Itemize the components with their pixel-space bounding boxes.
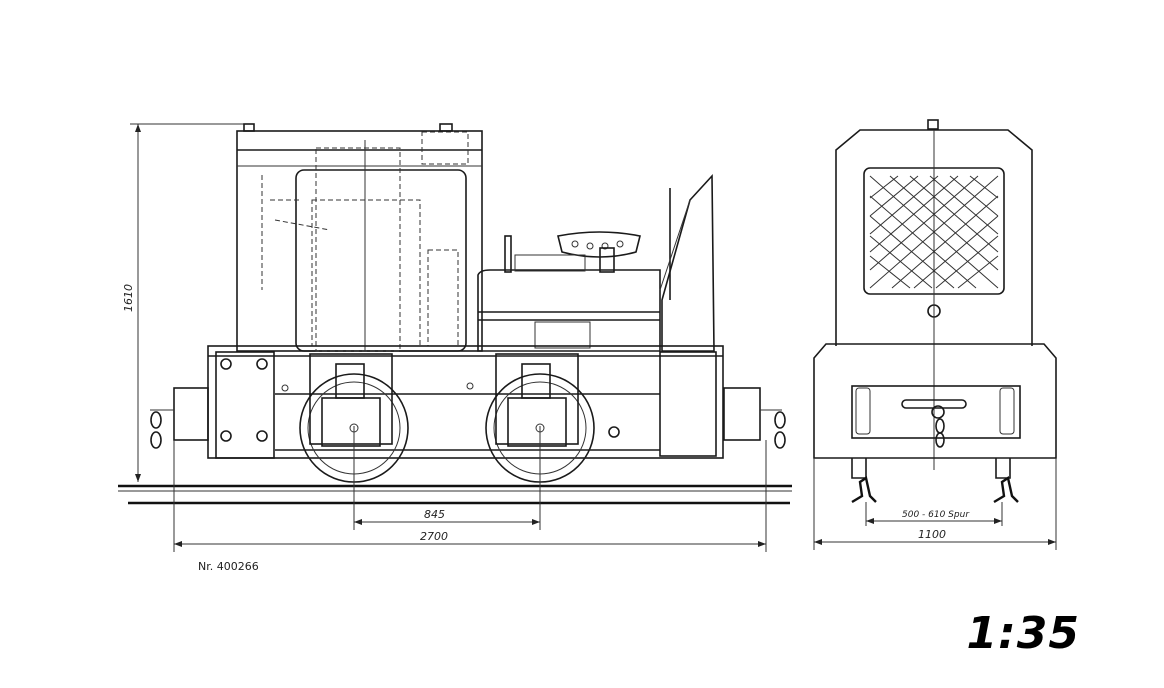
front-view: 500 - 610 Spur 1100 [813,119,1057,550]
gauge-label: 500 - 610 Spur [902,510,970,520]
buffers [150,387,786,449]
side-view: 1610 [118,123,792,573]
front-cab [835,119,1033,470]
wheelbase-dimension: 845 [353,426,541,530]
length-dimension: 2700 [173,440,767,552]
width-dimension: 1100 [813,458,1057,550]
side-rails [118,484,792,505]
hood [477,173,715,352]
width-label: 1100 [918,528,946,541]
front-rails [851,458,1019,504]
height-label: 1610 [122,284,135,312]
scale-label: 1:35 [966,608,1080,659]
front-bodywork [813,343,1057,459]
gauge-dimension: 500 - 610 Spur [865,502,1003,526]
drawing-number: Nr. 400266 [198,560,259,573]
front-grille [869,175,999,289]
frame [207,345,724,459]
length-label: 2700 [420,530,448,543]
height-dimension: 1610 [122,123,248,482]
wheelbase-label: 845 [424,508,445,521]
cab [236,123,483,352]
